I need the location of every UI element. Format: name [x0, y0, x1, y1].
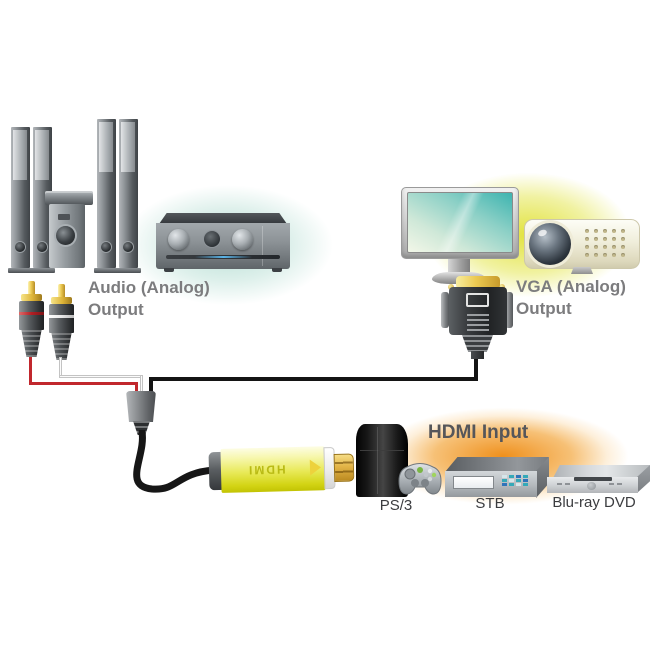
center-speaker	[45, 191, 93, 205]
subwoofer	[49, 204, 85, 268]
receiver-foot	[272, 268, 282, 272]
rca-body	[19, 301, 44, 330]
vga-cable	[474, 356, 478, 379]
receiver-display	[204, 231, 220, 247]
bluray-panel-mark	[557, 483, 562, 485]
monitor	[401, 187, 519, 259]
adapter-hdmi-text: HDMI	[246, 462, 286, 478]
stb-buttons	[502, 475, 528, 486]
monitor-screen	[407, 192, 513, 253]
tower-speaker	[116, 119, 141, 273]
arrow-right-icon	[309, 459, 322, 476]
vga-connector	[440, 275, 514, 361]
junction-connector	[126, 391, 156, 422]
rca-strain-relief	[21, 330, 42, 357]
bluray-panel-mark	[617, 483, 622, 485]
game-controller	[398, 463, 442, 495]
rca-red-ring	[19, 312, 44, 315]
speaker-driver	[37, 242, 47, 252]
vga-thumbscrew	[505, 292, 513, 328]
vga-grip-ridges	[467, 314, 489, 331]
speaker-grille	[99, 122, 113, 172]
adapter-cable	[133, 430, 218, 493]
receiver-knob	[168, 229, 189, 250]
receiver-foot	[164, 268, 174, 272]
stb-display	[453, 476, 494, 489]
vga-strain-relief	[462, 335, 493, 352]
hdmi-adapter: HDMI	[208, 445, 369, 493]
monitor-stand-neck	[448, 259, 470, 274]
bluray-panel-mark	[565, 483, 570, 485]
speaker-driver	[101, 242, 111, 252]
receiver-top-face	[159, 213, 287, 224]
speaker-grille	[121, 122, 135, 172]
tower-speaker	[8, 127, 33, 273]
speaker-grille	[35, 130, 49, 180]
rca-white-ring	[49, 315, 74, 318]
receiver-seam	[262, 226, 263, 266]
hdmi-input-label: HDMI Input	[428, 422, 529, 443]
rca-plug-red	[18, 281, 45, 357]
adapter-body: HDMI	[220, 446, 326, 493]
av-receiver	[156, 213, 290, 273]
receiver-disc-slot	[166, 255, 280, 259]
vga-thumbscrew	[441, 292, 449, 328]
projector-vents	[585, 229, 625, 257]
receiver-knob	[232, 229, 253, 250]
hdmi-plug	[333, 453, 355, 482]
vga-clamp-outline	[466, 293, 489, 307]
speaker-driver	[15, 242, 25, 252]
audio-output-label: Audio (Analog) Output	[88, 278, 210, 319]
bluray-top-face	[553, 465, 650, 478]
tower-speaker	[30, 127, 55, 273]
rca-plug-white	[48, 284, 75, 360]
rca-pin	[28, 281, 35, 294]
red-audio-wire	[29, 357, 32, 385]
bluray-panel-mark	[609, 483, 614, 485]
projector	[524, 219, 640, 269]
red-audio-wire	[29, 382, 138, 385]
stb-label: STB	[475, 495, 505, 512]
vga-cable	[149, 377, 153, 393]
bluray-disc-tray	[574, 477, 612, 481]
projector-lens	[529, 223, 571, 265]
red-audio-wire	[135, 382, 138, 394]
ps3-label: PS/3	[379, 497, 413, 514]
speaker-grille	[13, 130, 27, 180]
speaker-base	[116, 268, 141, 273]
rca-strain-relief	[51, 333, 72, 360]
vga-cable-neck	[471, 351, 484, 359]
tower-speaker	[94, 119, 119, 273]
vga-gold-shell	[456, 276, 500, 289]
rca-pin	[58, 284, 65, 297]
rca-body	[49, 304, 74, 333]
vga-cable	[149, 377, 478, 381]
receiver-front-panel	[156, 223, 290, 272]
bluray-label: Blu-ray DVD	[552, 494, 636, 511]
speaker-driver	[123, 242, 133, 252]
stb-top-face	[445, 457, 549, 472]
vga-output-label: VGA (Analog) Output	[516, 277, 626, 318]
white-audio-wire	[59, 375, 143, 378]
projector-foot	[571, 267, 593, 274]
rca-collar	[51, 297, 72, 304]
junction-strain-relief	[133, 421, 150, 435]
subwoofer-port	[58, 214, 70, 220]
speaker-base	[30, 268, 55, 273]
speaker-base	[94, 268, 119, 273]
subwoofer-driver	[56, 226, 75, 245]
bluray-button	[587, 482, 596, 490]
speaker-base	[8, 268, 33, 273]
stb-device	[445, 457, 549, 498]
rca-collar	[21, 294, 42, 301]
bluray-player	[547, 460, 650, 498]
